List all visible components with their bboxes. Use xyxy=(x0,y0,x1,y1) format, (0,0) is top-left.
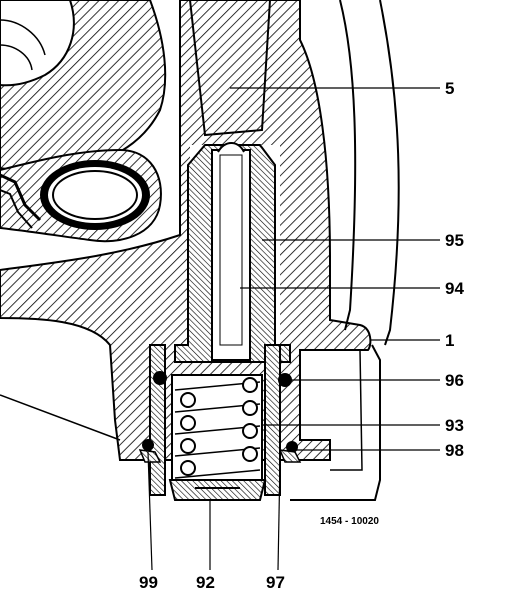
callout-96: 96 xyxy=(445,371,464,390)
callout-97: 97 xyxy=(266,573,285,592)
callout-93: 93 xyxy=(445,416,464,435)
callout-1: 1 xyxy=(445,331,454,350)
callout-95: 95 xyxy=(445,231,464,250)
drawing-reference-code: 1454 - 10020 xyxy=(320,516,379,527)
o-ring-98-left xyxy=(142,439,154,451)
upper-casting xyxy=(0,0,167,172)
callout-99: 99 xyxy=(139,573,158,592)
o-ring-96-right xyxy=(278,373,292,387)
callout-98: 98 xyxy=(445,441,464,460)
seal-sleeve xyxy=(138,344,302,496)
callout-5: 5 xyxy=(445,79,454,98)
push-rod-5 xyxy=(188,0,272,137)
o-ring-96-left xyxy=(153,371,167,385)
spring-93 xyxy=(171,374,263,486)
callout-94: 94 xyxy=(445,279,464,298)
callout-92: 92 xyxy=(196,573,215,592)
leader-lines xyxy=(147,87,440,571)
injector-body xyxy=(174,142,291,363)
oval-port xyxy=(0,148,162,243)
nozzle-tip-92 xyxy=(168,479,267,501)
